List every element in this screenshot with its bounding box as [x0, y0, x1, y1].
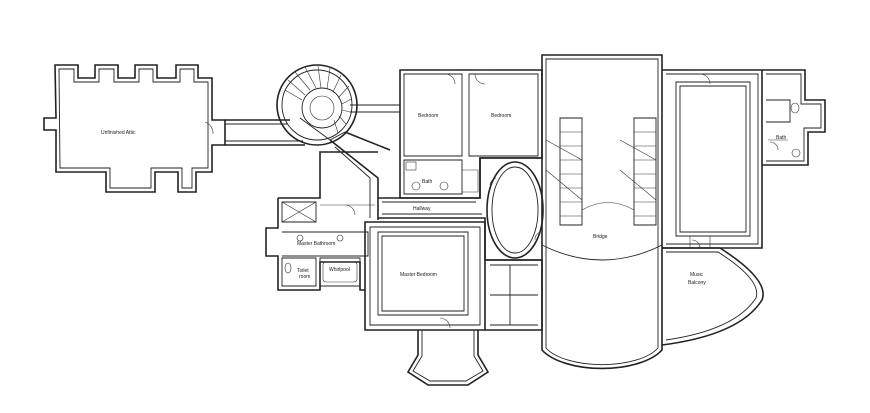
- label-master-bathroom: Master Bathroom: [297, 241, 335, 247]
- spiral-stair: [276, 64, 358, 146]
- label-unfinished-attic: Unfinished Attic: [101, 130, 136, 136]
- label-bedroom-left: Bedroom: [418, 113, 438, 119]
- label-bath-center: Bath: [422, 179, 433, 185]
- label-toilet-room-1: Toilet: [297, 268, 309, 274]
- label-bedroom-right: Bedroom: [491, 113, 511, 119]
- music-balcony: [661, 247, 764, 346]
- right-room: [662, 69, 763, 249]
- attic-corridor: [225, 119, 305, 146]
- label-whirlpool: Whirlpool: [329, 267, 350, 273]
- diagonal-passage: [329, 104, 400, 220]
- label-bridge: Bridge: [593, 234, 608, 240]
- oval-open-to-below: [486, 161, 544, 259]
- label-toilet-room-2: room: [299, 274, 310, 280]
- label-master-bedroom: Master Bedroom: [400, 272, 437, 278]
- bay-window: [406, 330, 490, 386]
- unfinished-attic: [43, 64, 226, 193]
- hallway: [378, 157, 542, 261]
- label-music-balcony-2: Balcony: [688, 280, 706, 286]
- label-bath-right: Bath: [776, 135, 787, 141]
- master-bathroom-zone: [265, 151, 378, 291]
- label-music-balcony-1: Music: [690, 272, 704, 278]
- closet-zone: [485, 259, 543, 331]
- label-hallway: Hallway: [413, 206, 431, 212]
- bridge: [541, 54, 663, 370]
- right-bath: [762, 69, 826, 166]
